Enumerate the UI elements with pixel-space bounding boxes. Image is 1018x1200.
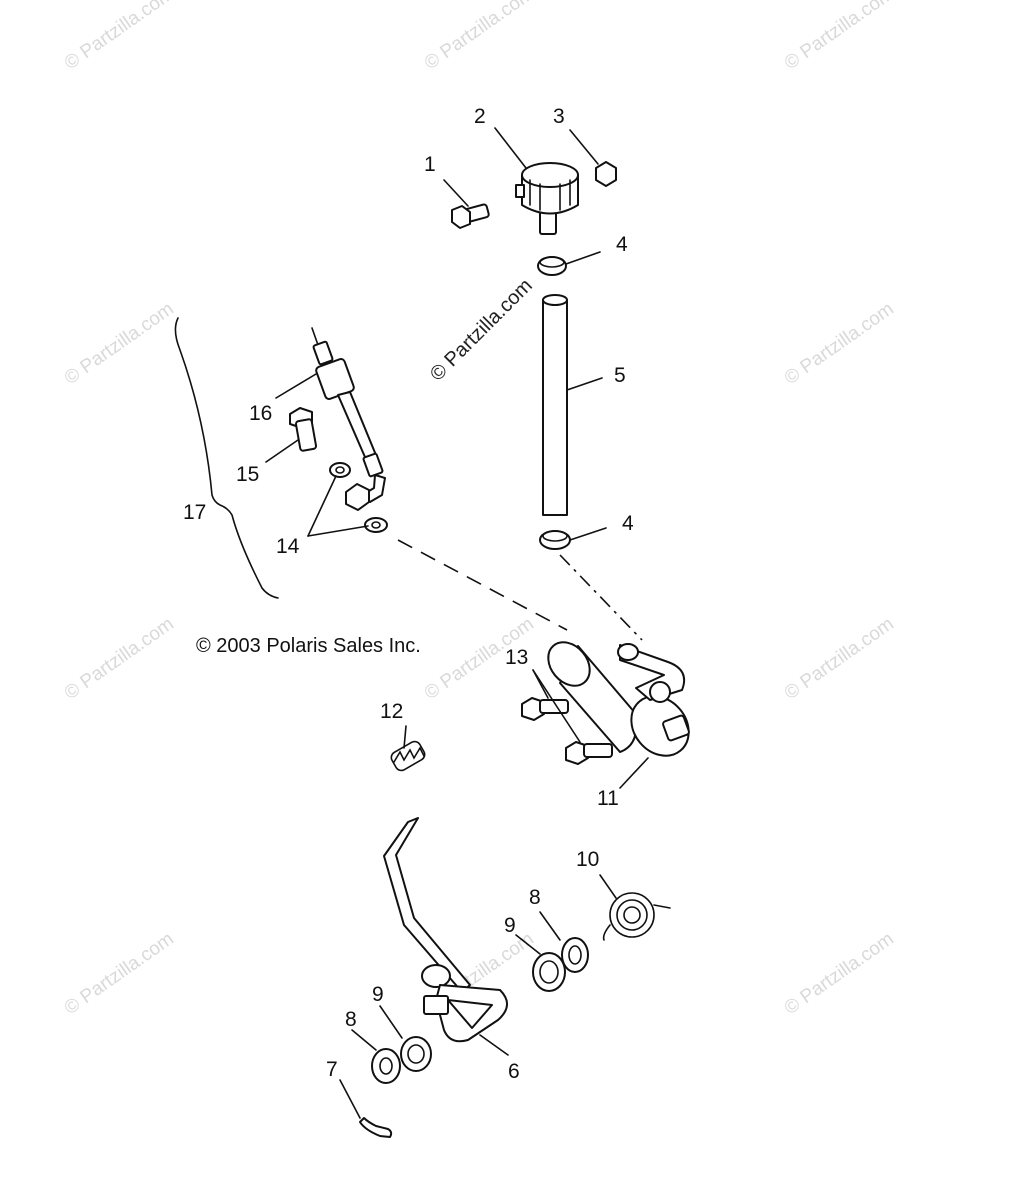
callout-12: 12 xyxy=(380,700,403,723)
callout-16: 16 xyxy=(249,402,272,425)
callout-9-right: 9 xyxy=(504,914,516,937)
part-reservoir-2 xyxy=(515,162,579,235)
assembly-lines xyxy=(397,539,643,641)
callout-7: 7 xyxy=(326,1058,338,1081)
watermark: © Partzilla.com xyxy=(61,613,178,704)
part-bolts-13 xyxy=(521,697,613,765)
callout-1: 1 xyxy=(424,153,436,176)
callout-numbers: 1 2 3 4 5 4 16 15 17 14 13 12 11 10 8 9 … xyxy=(183,105,634,1083)
watermark: © Partzilla.com xyxy=(61,928,178,1019)
callout-15: 15 xyxy=(236,463,259,486)
part-washer-8-right xyxy=(561,937,589,973)
part-return-spring-10 xyxy=(602,892,671,941)
callout-5: 5 xyxy=(614,364,626,387)
callout-14: 14 xyxy=(276,535,300,558)
callout-11: 11 xyxy=(597,787,619,810)
callout-4-top: 4 xyxy=(616,233,628,256)
part-washers-14 xyxy=(329,462,388,533)
part-bushing-9-left xyxy=(400,1036,432,1072)
callout-6: 6 xyxy=(508,1060,520,1083)
part-brake-line-16 xyxy=(311,327,386,511)
watermark: © Partzilla.com xyxy=(61,0,178,74)
watermark: © Partzilla.com xyxy=(781,298,898,389)
watermark: © Partzilla.com xyxy=(61,298,178,389)
part-bolt-1 xyxy=(451,203,490,229)
part-spring-12 xyxy=(390,740,426,772)
callout-8-left: 8 xyxy=(345,1008,357,1031)
part-brake-pedal-6 xyxy=(383,817,508,1043)
callout-4-bottom: 4 xyxy=(622,512,634,535)
part-cotter-pin-7 xyxy=(359,1117,393,1138)
callout-17: 17 xyxy=(183,501,206,524)
part-washer-8-left xyxy=(371,1048,401,1084)
center-watermark: © Partzilla.com xyxy=(426,275,537,386)
watermark: © Partzilla.com xyxy=(421,0,538,74)
part-bolt-15 xyxy=(289,407,318,452)
watermark: © Partzilla.com xyxy=(781,613,898,704)
part-clamp-4-bottom xyxy=(539,530,571,550)
part-nut-3 xyxy=(595,161,617,187)
group-bracket-17 xyxy=(174,317,279,599)
watermark: © Partzilla.com xyxy=(781,928,898,1019)
part-master-cylinder-11 xyxy=(547,641,690,757)
callout-8-right: 8 xyxy=(529,886,541,909)
callout-13: 13 xyxy=(505,646,528,669)
part-hose-5 xyxy=(542,294,568,516)
callout-10: 10 xyxy=(576,848,599,871)
callout-2: 2 xyxy=(474,105,486,128)
callout-9-left: 9 xyxy=(372,983,384,1006)
callout-3: 3 xyxy=(553,105,565,128)
leader-lines xyxy=(265,127,649,1119)
copyright-text: © 2003 Polaris Sales Inc. xyxy=(196,635,421,657)
watermark: © Partzilla.com xyxy=(781,0,898,74)
part-bushing-9-right xyxy=(532,952,566,992)
part-clamp-4-top xyxy=(537,256,567,276)
